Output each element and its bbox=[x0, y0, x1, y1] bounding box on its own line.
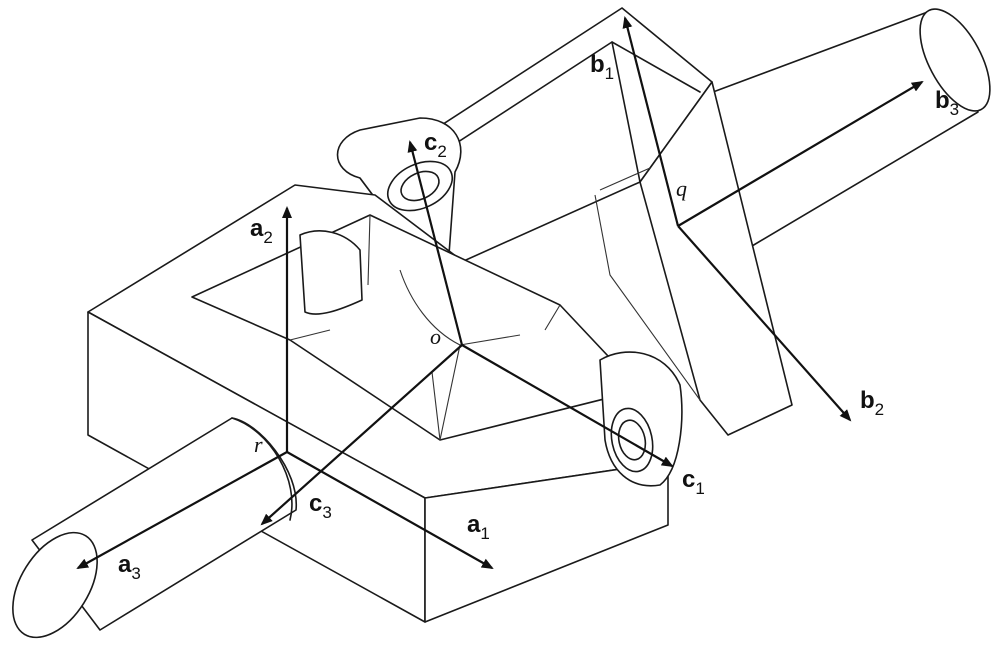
axis-b3 bbox=[677, 80, 924, 227]
left-shaft bbox=[12, 417, 297, 639]
axis-c2 bbox=[407, 140, 464, 346]
label-a1: a1 bbox=[467, 511, 490, 543]
label-c1: c1 bbox=[682, 466, 705, 498]
label-b1: b1 bbox=[590, 51, 614, 83]
upper-yoke bbox=[336, 7, 793, 436]
axis-c1 bbox=[461, 344, 674, 467]
label-c3: c3 bbox=[309, 490, 332, 522]
label-point-q: q bbox=[676, 176, 687, 201]
labels: a2 a1 a3 c2 c1 c3 b1 b3 b2 o q r bbox=[118, 51, 959, 583]
axis-b1 bbox=[622, 16, 680, 227]
axis-b2 bbox=[677, 225, 852, 422]
label-b2: b2 bbox=[860, 387, 884, 419]
label-c2: c2 bbox=[424, 129, 447, 161]
label-b3: b3 bbox=[935, 87, 959, 119]
axes bbox=[76, 16, 924, 569]
label-a3: a3 bbox=[118, 551, 141, 583]
axis-c3 bbox=[260, 344, 463, 526]
axis-a3 bbox=[76, 451, 288, 569]
label-a2: a2 bbox=[250, 215, 273, 247]
label-point-o: o bbox=[430, 324, 441, 349]
label-point-r: r bbox=[254, 432, 263, 457]
